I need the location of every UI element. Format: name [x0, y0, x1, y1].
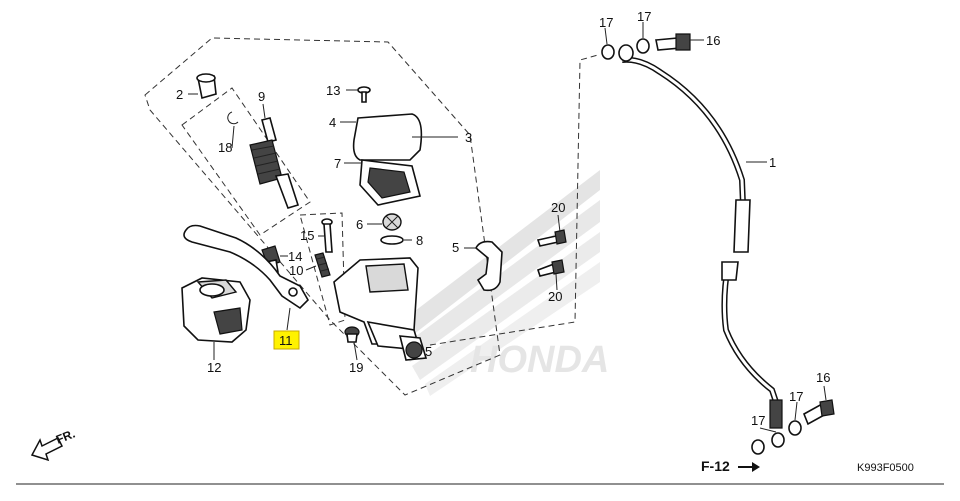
callout-5-top: 5	[452, 240, 459, 255]
part-17-washer-bottom-b	[788, 420, 802, 436]
group-outline-inner	[181, 87, 311, 236]
callout-16-bottom: 16	[816, 370, 830, 385]
callout-1: 1	[769, 155, 776, 170]
part-20-bolt-top	[536, 229, 567, 247]
hose-fitting-top	[618, 44, 634, 62]
front-arrow-icon	[30, 436, 64, 462]
part-10-spring	[314, 252, 331, 278]
callout-6: 6	[356, 217, 363, 232]
part-7-diaphragm	[359, 159, 421, 206]
callout-14: 14	[288, 249, 302, 264]
part-12-switch-housing	[181, 277, 251, 343]
leader-lines	[188, 22, 827, 433]
part-15-bolt	[321, 218, 333, 253]
callout-10: 10	[289, 263, 303, 278]
front-label: FR.	[54, 427, 77, 447]
callout-8: 8	[416, 233, 423, 248]
ref-arrow	[738, 462, 760, 472]
callout-12: 12	[207, 360, 221, 375]
diagram-code: K993F0500	[857, 462, 914, 474]
callout-20-bottom: 20	[548, 289, 562, 304]
callout-17-top-a: 17	[599, 15, 613, 30]
part-17-washer-top-b	[636, 38, 650, 54]
part-2-cap	[196, 73, 217, 100]
group-outline-left	[144, 37, 501, 396]
part-13-screw	[357, 86, 371, 103]
part-18-clip	[227, 111, 239, 125]
hose-leader	[429, 54, 599, 346]
part-16-banjo-bolt-bottom	[802, 399, 835, 426]
part-4-reservoir-cap	[352, 113, 423, 161]
part-17-washer-top-a	[601, 44, 615, 60]
part-6-boot	[382, 213, 402, 231]
callout-16-top: 16	[706, 33, 720, 48]
callout-17-top-b: 17	[637, 9, 651, 24]
lever-pivot	[288, 287, 298, 297]
callout-3: 3	[465, 130, 472, 145]
part-8-ring	[380, 235, 404, 245]
ref-f12-label: F-12	[701, 458, 730, 474]
callout-4: 4	[329, 115, 336, 130]
callout-9: 9	[258, 89, 265, 104]
callout-19: 19	[349, 360, 363, 375]
part-5-holder	[475, 240, 503, 292]
callout-17-bottom-a: 17	[751, 413, 765, 428]
callout-11: 11	[279, 333, 293, 348]
part-3-master-cylinder	[333, 257, 428, 361]
part-17-washer-bottom-a	[771, 432, 785, 448]
part-11-brake-lever	[183, 224, 309, 310]
callout-13: 13	[326, 83, 340, 98]
part-1-brake-hose	[621, 56, 783, 429]
ref-washer	[751, 439, 765, 455]
part-20-bolt-bottom	[536, 259, 565, 277]
callout-17-bottom-b: 17	[789, 389, 803, 404]
group-outline-bolt	[299, 212, 346, 326]
callout-20-top: 20	[551, 200, 565, 215]
callout-15: 15	[300, 228, 314, 243]
callout-7: 7	[334, 156, 341, 171]
watermark-text: HONDA	[470, 339, 609, 381]
part-16-banjo-bolt-top	[655, 33, 691, 51]
callout-18: 18	[218, 140, 232, 155]
part-19-bleeder-cap	[344, 326, 360, 343]
front-indicator: FR.	[30, 427, 77, 462]
part-9-piston	[249, 117, 300, 209]
callout-11-highlight	[273, 330, 300, 350]
callout-5-bottom: 5	[425, 344, 432, 359]
callout-2: 2	[176, 87, 183, 102]
